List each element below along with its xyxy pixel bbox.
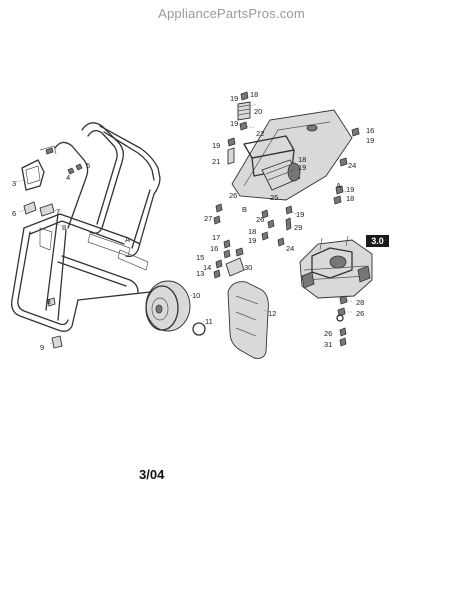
callout-21: 21 xyxy=(212,157,220,166)
callout-A: A xyxy=(336,181,341,190)
callout-19: 19 xyxy=(296,210,304,219)
callout-11: 11 xyxy=(205,317,213,326)
callout-6: 6 xyxy=(12,209,16,218)
callout-29: 29 xyxy=(294,223,302,232)
callout-20: 20 xyxy=(254,107,262,116)
callout-31: 31 xyxy=(324,340,332,349)
callout-13: 13 xyxy=(196,269,204,278)
callout-9: 9 xyxy=(40,343,44,352)
callout-16: 16 xyxy=(366,126,374,135)
callout-4: 4 xyxy=(66,173,70,182)
callout-14: 14 xyxy=(203,263,211,272)
callout-27: 27 xyxy=(204,214,212,223)
callout-8: 8 xyxy=(62,223,66,232)
callout-3: 3 xyxy=(12,179,16,188)
electric-motor xyxy=(261,159,301,191)
callout-30: 30 xyxy=(244,263,252,272)
callout-19: 19 xyxy=(212,141,220,150)
callout-19: 19 xyxy=(230,94,238,103)
callout-18: 18 xyxy=(250,90,258,99)
callout-B: B xyxy=(46,297,51,306)
callout-25: 25 xyxy=(270,193,278,202)
callout-18: 18 xyxy=(248,227,256,236)
callout-26: 26 xyxy=(356,309,364,318)
foot-cap xyxy=(51,335,63,349)
callout-15: 15 xyxy=(196,253,204,262)
mounting-hardware xyxy=(213,203,293,279)
callout-10: 10 xyxy=(192,291,200,300)
motor-mount-plate xyxy=(231,109,353,201)
callout-24: 24 xyxy=(286,244,294,253)
callout-A: A xyxy=(125,235,130,244)
callout-19: 19 xyxy=(298,163,306,172)
callout-5: 5 xyxy=(86,161,90,170)
callout-26: 26 xyxy=(229,191,237,200)
pump-fittings xyxy=(336,295,348,347)
callout-18: 18 xyxy=(298,155,306,164)
callout-19: 19 xyxy=(366,136,374,145)
leader-lines xyxy=(15,103,361,345)
callout-24: 24 xyxy=(348,161,356,170)
cart-frame xyxy=(11,122,161,332)
callout-17: 17 xyxy=(212,233,220,242)
callout-22: 22 xyxy=(256,129,264,138)
wheel-hub-cap xyxy=(192,322,206,336)
callout-26: 26 xyxy=(324,329,332,338)
callout-18: 18 xyxy=(346,194,354,203)
callout-19: 19 xyxy=(248,236,256,245)
watermark: AppliancePartsPros.com xyxy=(158,6,305,21)
pump-assembly xyxy=(299,235,373,299)
wheel xyxy=(145,280,191,332)
right-fasteners xyxy=(333,127,360,205)
callout-16: 16 xyxy=(210,244,218,253)
callout-labels: 3 4 5 6 7 8 9 10 11 12 13 14 15 16 16 17… xyxy=(12,90,374,352)
revision-date: 3/04 xyxy=(139,467,165,482)
callout-12: 12 xyxy=(268,309,276,318)
spring-stack xyxy=(227,91,251,165)
callout-7: 7 xyxy=(56,207,60,216)
callout-28: 28 xyxy=(356,298,364,307)
callout-B: B xyxy=(242,205,247,214)
section-badge: 3.0 xyxy=(366,235,389,247)
belt-guard xyxy=(227,281,269,359)
callout-26: 26 xyxy=(256,215,264,224)
callout-19: 19 xyxy=(230,119,238,128)
callout-19: 19 xyxy=(346,185,354,194)
